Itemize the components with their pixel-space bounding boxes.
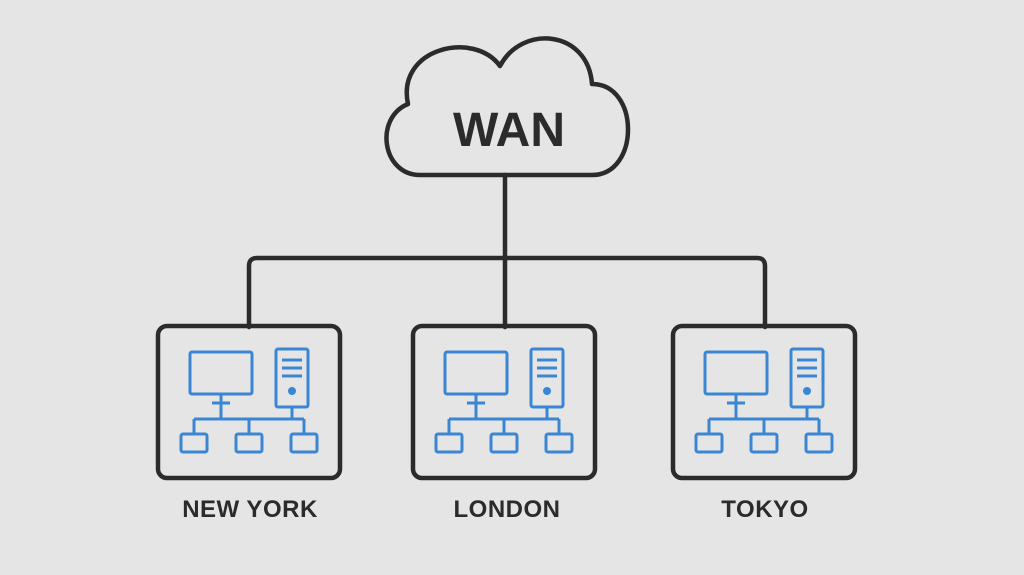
monitor-stand (467, 394, 485, 405)
monitor-icon (443, 350, 509, 396)
lan-icon-group (179, 347, 319, 454)
monitor-stand (212, 394, 230, 405)
node-box (804, 432, 834, 454)
wan-cloud: WAN (384, 36, 631, 178)
connector-lines (246, 172, 768, 330)
node-box (749, 432, 779, 454)
lan-icon-group (694, 347, 834, 454)
cloud-icon (384, 36, 631, 178)
tower-vents (537, 358, 557, 378)
node-box (289, 432, 319, 454)
tower-vents (282, 358, 302, 378)
node-box (489, 432, 519, 454)
tower-power-dot (543, 387, 551, 395)
wan-label: WAN (453, 104, 565, 157)
monitor-icon (188, 350, 254, 396)
computer-tower-icon (274, 347, 310, 409)
network-nodes-icon (447, 404, 561, 433)
site-box-new-york (155, 323, 343, 481)
site-box-london (410, 323, 598, 481)
monitor-stand (727, 394, 745, 405)
monitor-icon (703, 350, 769, 396)
lan-icon-group (434, 347, 574, 454)
node-box (694, 432, 724, 454)
tower-power-dot (803, 387, 811, 395)
site-frame (155, 323, 343, 481)
site-label-tokyo: TOKYO (721, 496, 809, 523)
site-frame (410, 323, 598, 481)
site-frame (670, 323, 858, 481)
branch-line (246, 255, 768, 330)
computer-tower-icon (529, 347, 565, 409)
node-box (544, 432, 574, 454)
site-box-tokyo (670, 323, 858, 481)
node-box (434, 432, 464, 454)
node-box (234, 432, 264, 454)
site-label-new-york: NEW YORK (182, 496, 318, 523)
tower-vents (797, 358, 817, 378)
tower-power-dot (288, 387, 296, 395)
network-nodes-icon (192, 404, 306, 433)
node-box (179, 432, 209, 454)
site-label-london: LONDON (453, 496, 561, 523)
computer-tower-icon (789, 347, 825, 409)
network-nodes-icon (707, 404, 821, 433)
